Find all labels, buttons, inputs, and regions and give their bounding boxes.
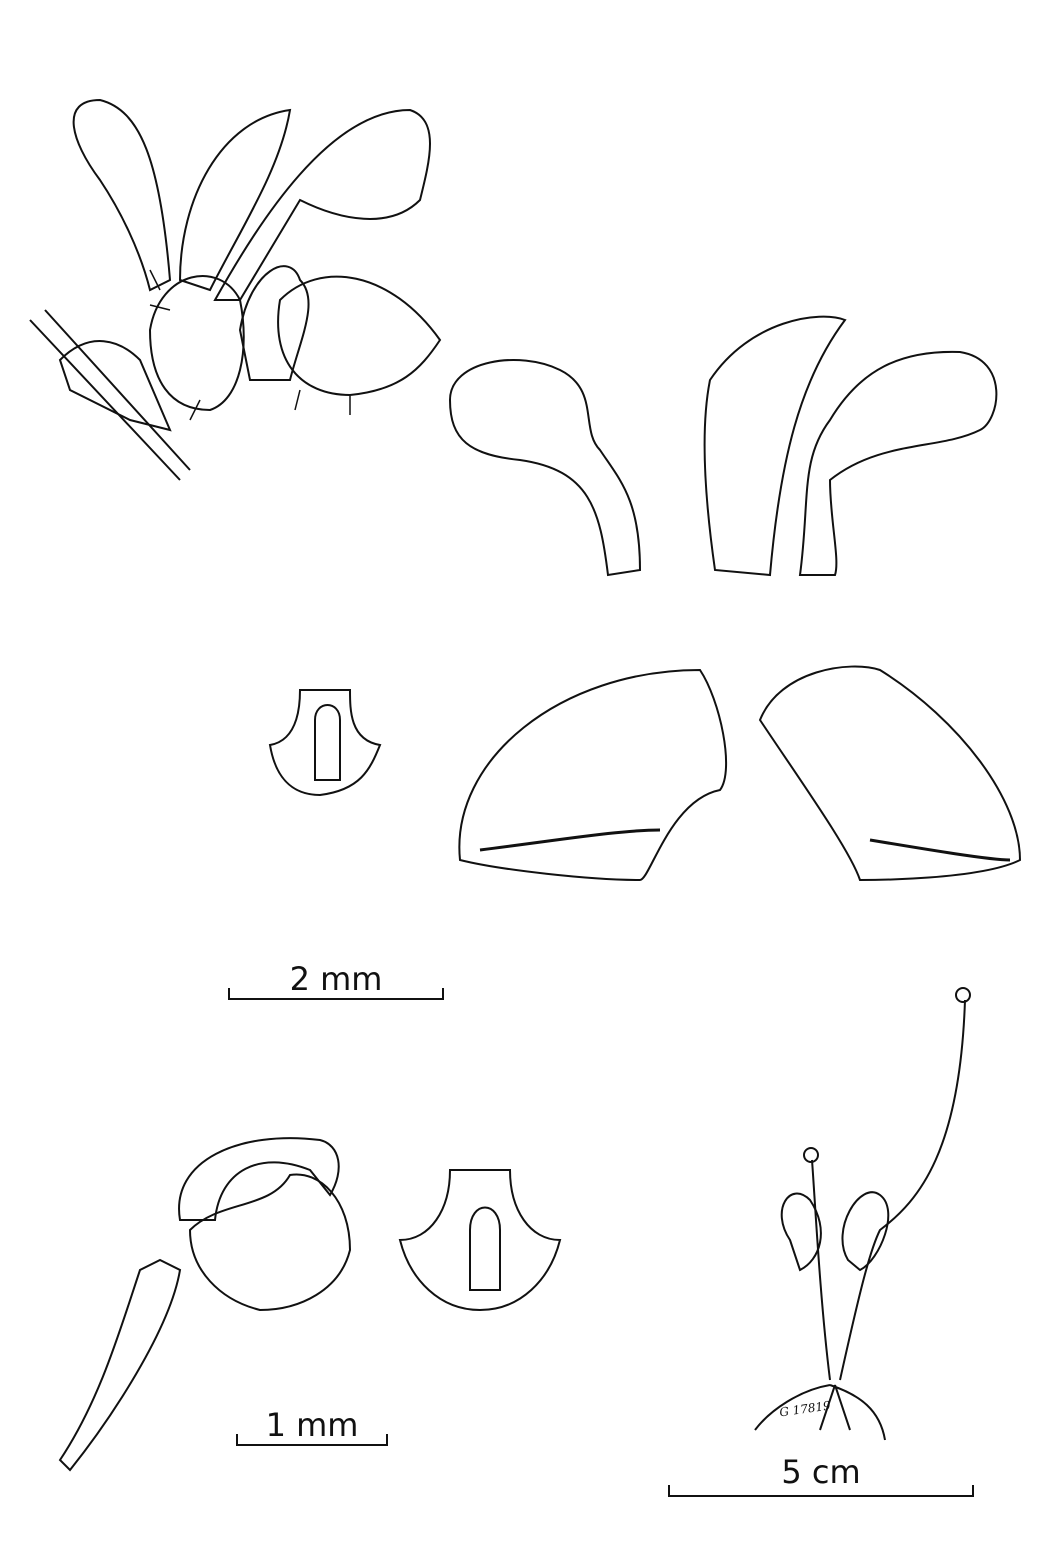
- scale-bar-2mm: 2 mm: [228, 962, 444, 1000]
- scale-label-1mm: 1 mm: [265, 1406, 359, 1444]
- petal-drawings: [448, 315, 998, 577]
- lip-small-drawing: [268, 689, 382, 797]
- scale-line-2mm: [228, 988, 444, 1000]
- scale-line-1mm: [236, 1434, 388, 1446]
- flower-habit-drawing: [29, 98, 442, 481]
- scale-label-2mm: 2 mm: [289, 960, 383, 998]
- scale-bar-5cm: 5 cm: [668, 1455, 974, 1497]
- scale-line-5cm: [668, 1485, 974, 1497]
- column-lip-drawing: [58, 1137, 562, 1472]
- scale-label-5cm: 5 cm: [781, 1453, 861, 1491]
- sepal-drawings: [458, 665, 1022, 882]
- whole-plant-drawing: [754, 987, 971, 1441]
- scale-bar-1mm: 1 mm: [236, 1408, 388, 1446]
